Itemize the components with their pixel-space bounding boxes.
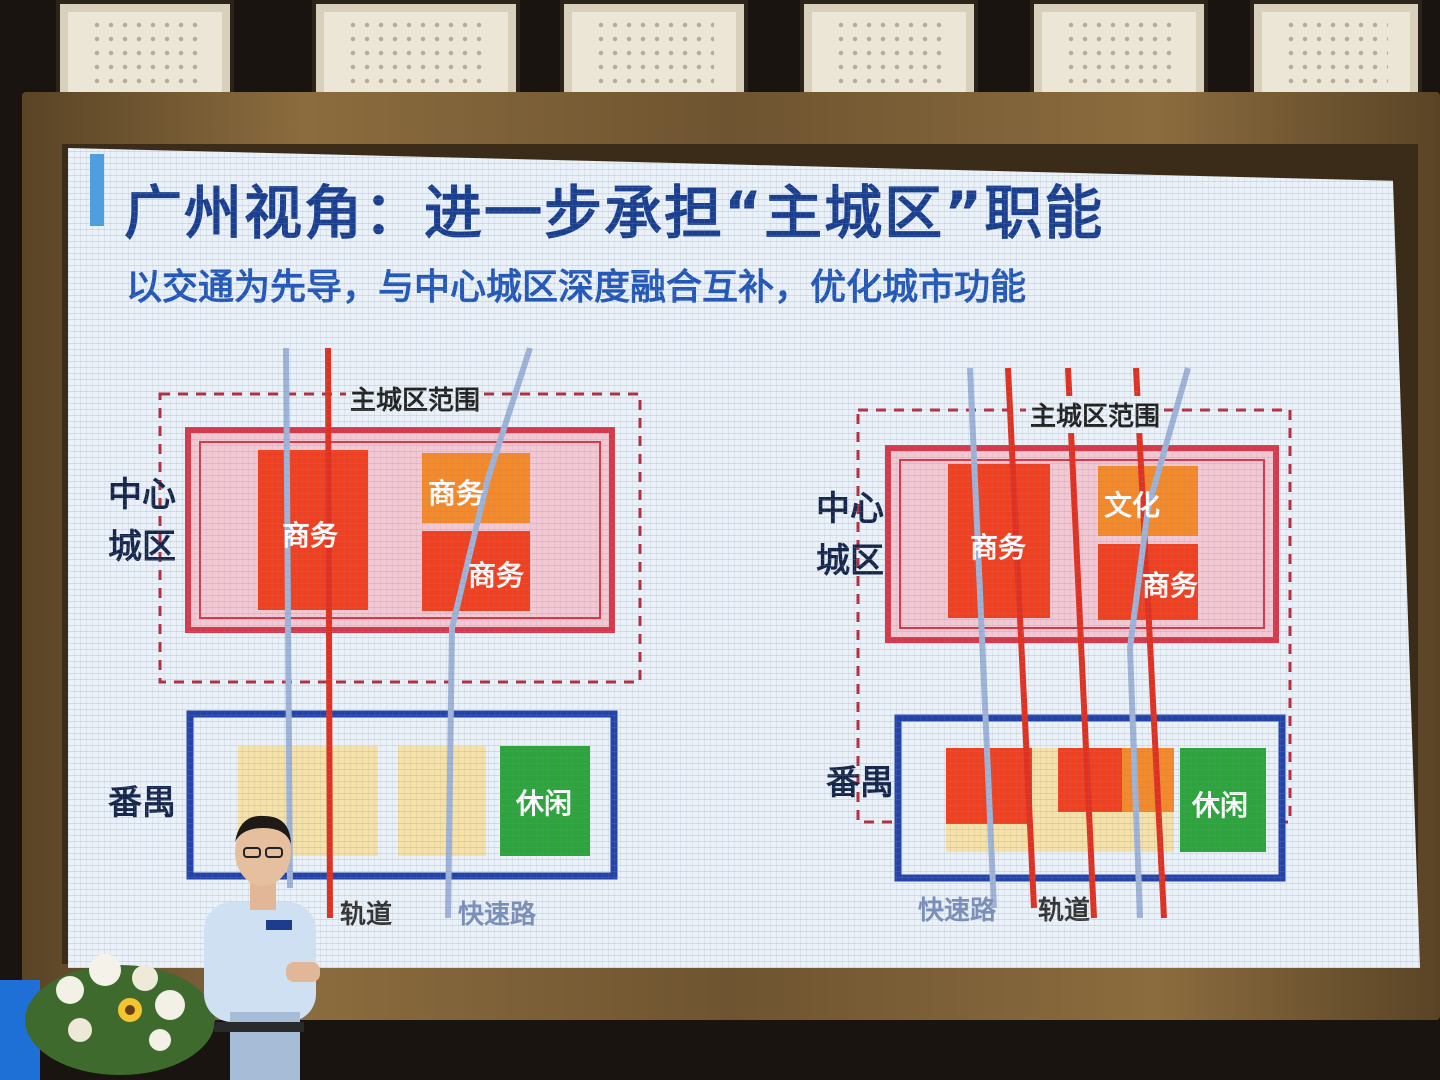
left-center-zone-label-2: 城区 — [108, 527, 176, 567]
title-accent-bar — [90, 154, 104, 226]
left-block-label-4: 休闲 — [516, 787, 573, 820]
left-rail-legend: 轨道 — [340, 900, 393, 930]
right-scope-label: 主城区范围 — [1026, 396, 1165, 433]
right-block-label-4: 休闲 — [1192, 789, 1249, 822]
right-center-zone-label-1: 中心 — [816, 489, 884, 529]
left-block-label-2: 商务 — [428, 477, 485, 510]
right-leisure-block — [1180, 748, 1266, 852]
right-rail-2 — [1065, 367, 1097, 919]
left-center-zone-inner — [199, 441, 601, 619]
right-panyu-business-3 — [1122, 748, 1174, 812]
left-expressway-2 — [445, 347, 533, 919]
left-business-block-3 — [422, 531, 530, 611]
left-panyu-block-2 — [398, 746, 486, 856]
slide-subtitle: 以交通为先导，与中心城区深度融合互补，优化城市功能 — [126, 267, 1027, 308]
left-business-block-1 — [258, 450, 368, 610]
right-rail-legend: 轨道 — [1038, 896, 1091, 926]
flower-arrangement — [25, 954, 215, 1075]
left-block-label-3: 商务 — [468, 559, 525, 592]
right-block-label-3: 商务 — [1142, 569, 1199, 602]
right-rail-1 — [1005, 367, 1037, 909]
left-panyu-label: 番禺 — [108, 783, 176, 823]
left-diagram — [158, 347, 642, 919]
right-business-block-1 — [948, 464, 1050, 618]
left-business-block-2 — [422, 453, 530, 523]
right-center-zone-label-2: 城区 — [816, 541, 884, 581]
right-panyu-label: 番禺 — [826, 763, 894, 803]
right-rail-3 — [1133, 367, 1167, 919]
left-center-zone-label-1: 中心 — [108, 475, 176, 515]
right-diagram — [856, 367, 1292, 919]
left-scope-label: 主城区范围 — [346, 380, 485, 417]
right-expressway-1 — [967, 367, 997, 909]
left-expressway-legend: 快速路 — [458, 900, 537, 930]
right-expressway-2 — [1126, 367, 1191, 919]
right-expressway-legend: 快速路 — [918, 896, 997, 926]
right-block-label-1: 商务 — [970, 531, 1027, 564]
presenter — [204, 815, 320, 1080]
left-block-label-1: 商务 — [282, 519, 339, 552]
right-block-label-2: 文化 — [1104, 489, 1161, 522]
left-rail-line — [325, 347, 333, 919]
slide-title: 广州视角：进一步承担“主城区”职能 — [124, 179, 1105, 247]
left-expressway-1 — [283, 347, 293, 889]
left-leisure-block — [500, 746, 590, 856]
led-screen: 广州视角：进一步承担“主城区”职能 以交通为先导，与中心城区深度融合互补，优化城… — [68, 148, 1420, 968]
